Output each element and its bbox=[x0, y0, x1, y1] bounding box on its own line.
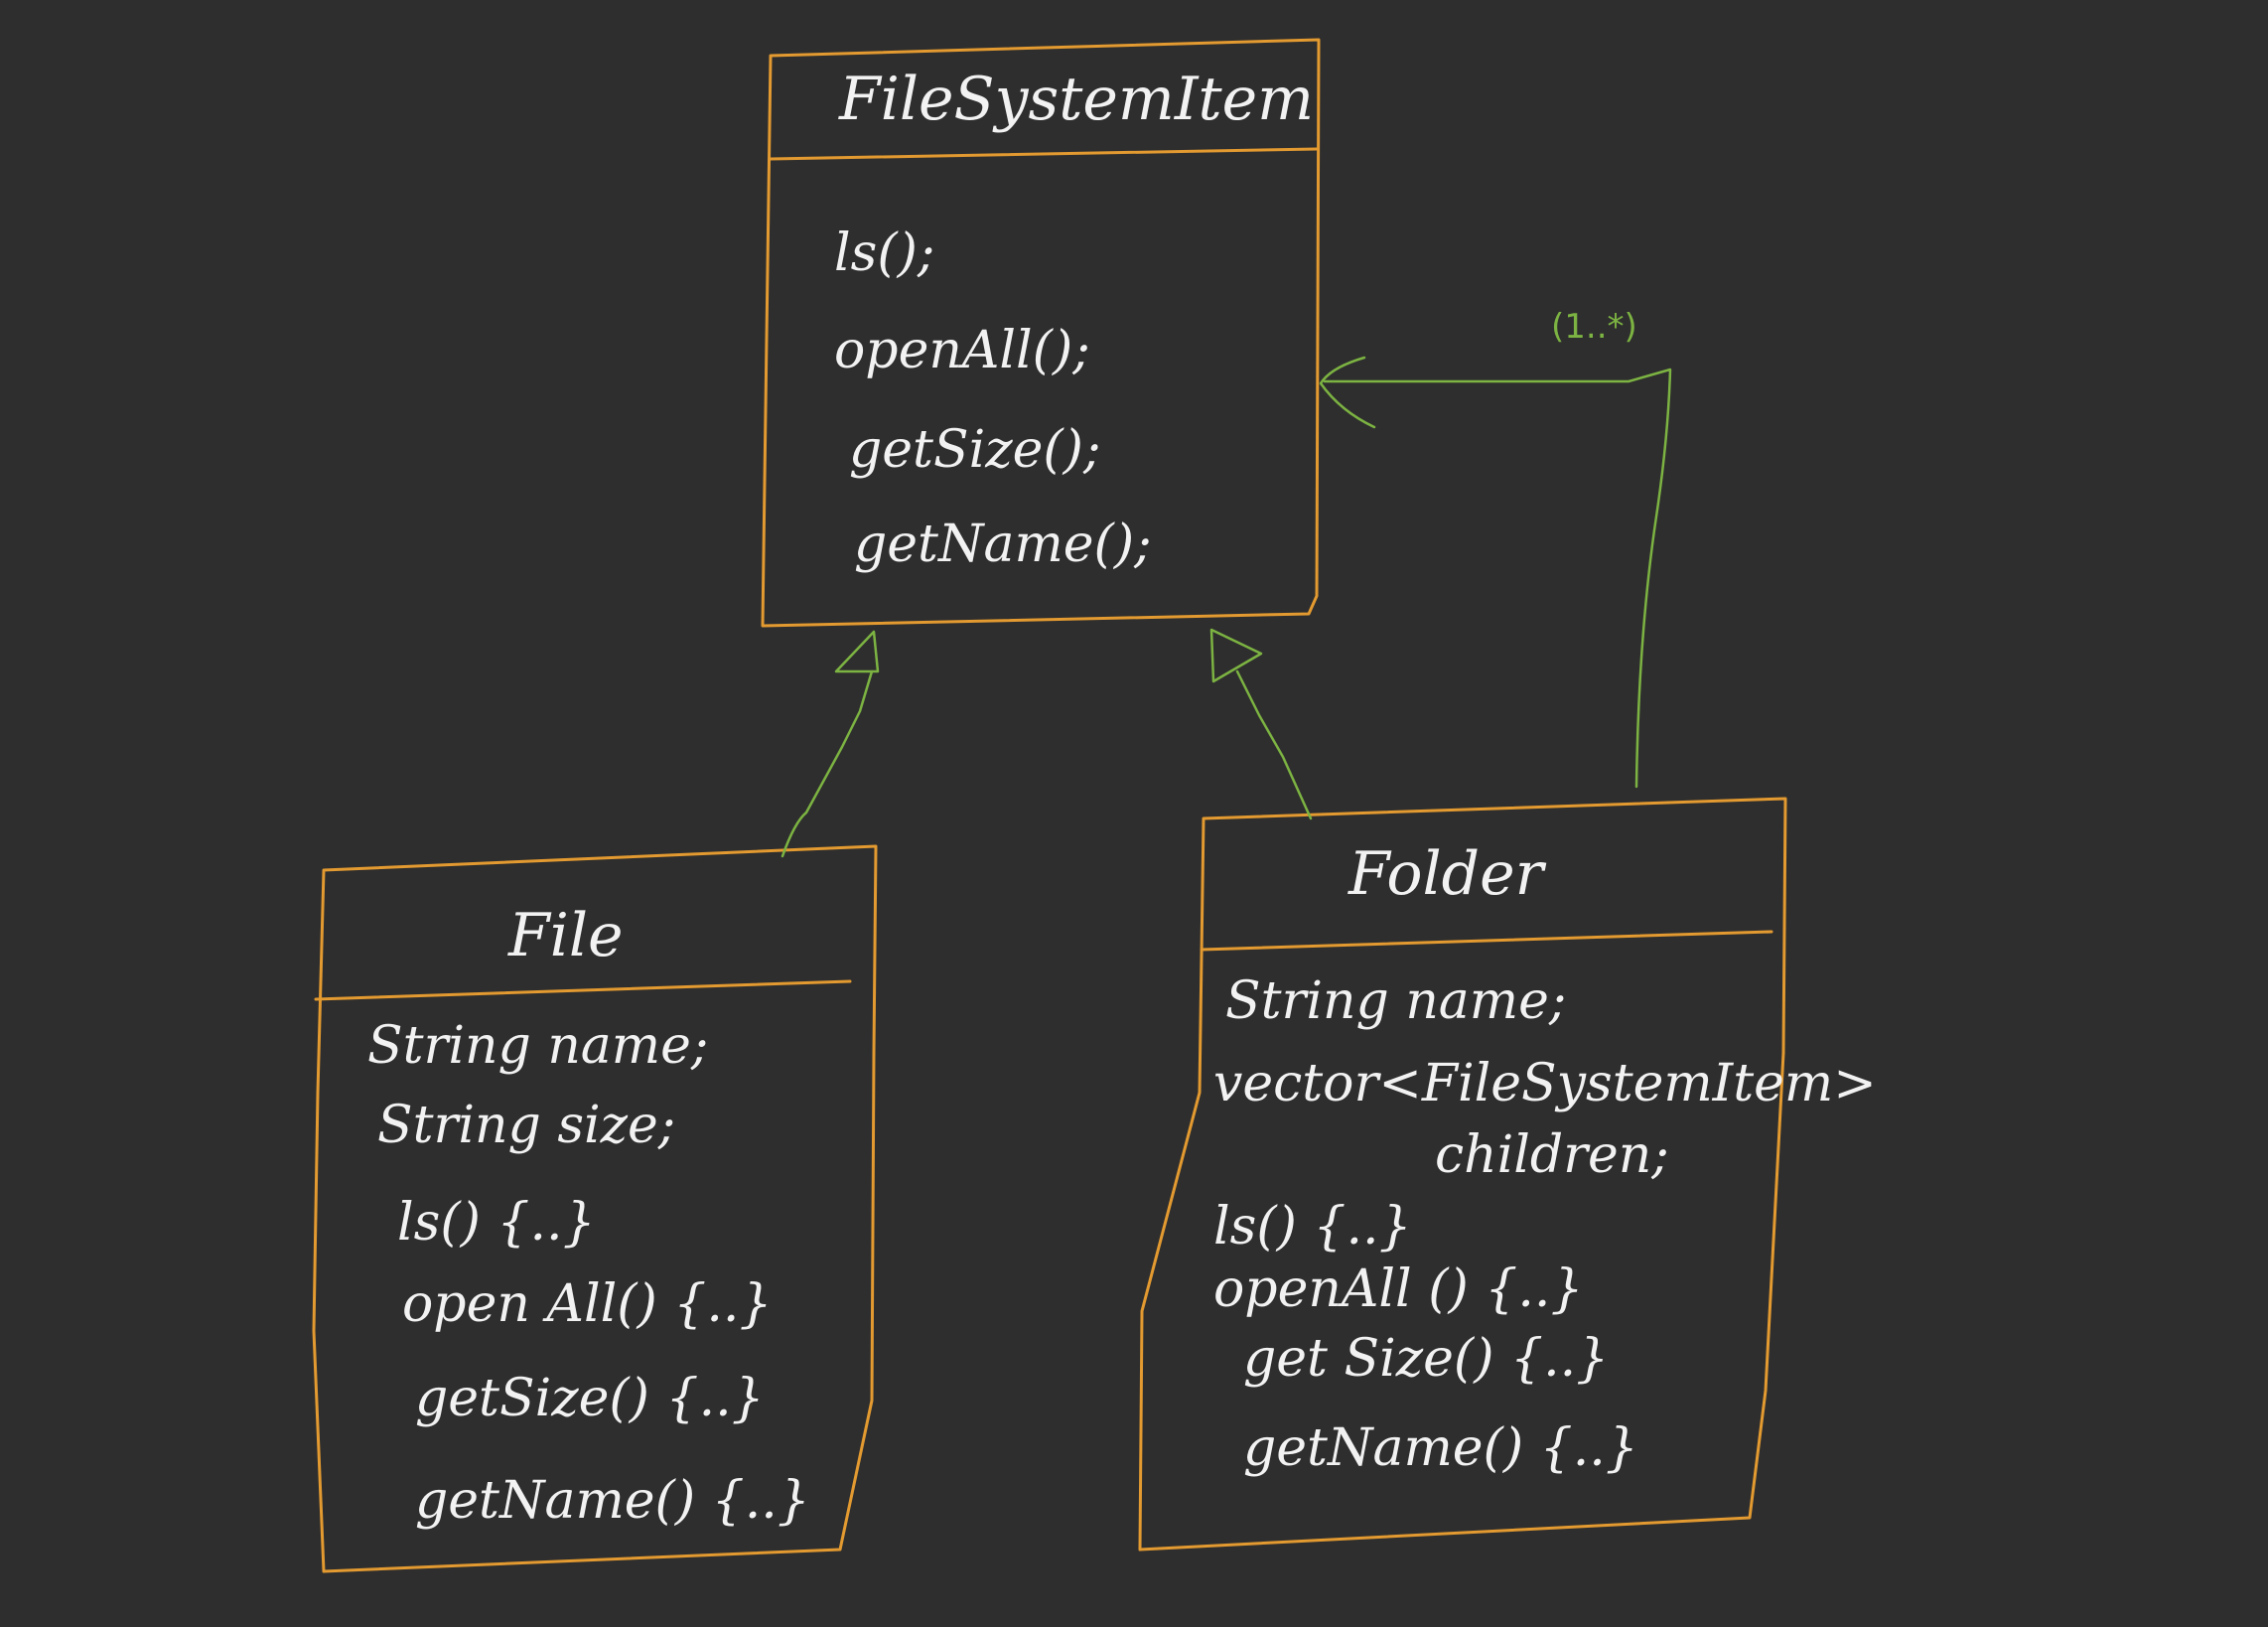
file-member: getSize() {..} bbox=[415, 1369, 765, 1428]
file-member: ls() {..} bbox=[397, 1193, 596, 1253]
inheritance-line bbox=[780, 669, 874, 858]
file-system-item-member: getSize(); bbox=[849, 420, 1100, 480]
inheritance-arrow-file bbox=[780, 630, 880, 858]
inheritance-arrow-folder bbox=[1209, 628, 1313, 820]
hollow-triangle-icon bbox=[1209, 628, 1263, 683]
folder-title: Folder bbox=[1347, 839, 1547, 909]
folder-member: ls() {..} bbox=[1213, 1197, 1412, 1257]
file-member: String size; bbox=[377, 1096, 675, 1155]
folder-member: String name; bbox=[1225, 971, 1566, 1031]
open-arrowhead-icon bbox=[1319, 356, 1376, 429]
class-folder: Folder String name; vector<FileSystemIte… bbox=[1138, 797, 1877, 1552]
file-system-item-divider bbox=[769, 147, 1319, 161]
aggregation-arrow-children: (1..*) bbox=[1319, 307, 1672, 789]
file-system-item-member: openAll(); bbox=[834, 321, 1090, 380]
class-file: File String name; String size; ls() {..}… bbox=[312, 844, 878, 1573]
folder-member: openAll () {..} bbox=[1213, 1259, 1584, 1319]
file-member: String name; bbox=[367, 1016, 708, 1076]
folder-divider bbox=[1200, 930, 1773, 952]
folder-box bbox=[1138, 797, 1787, 1552]
hollow-triangle-icon bbox=[834, 630, 880, 673]
multiplicity-label: (1..*) bbox=[1551, 307, 1637, 347]
file-divider bbox=[314, 979, 852, 1001]
file-system-item-title: FileSystemItem bbox=[838, 65, 1314, 134]
file-system-item-member: getName(); bbox=[854, 515, 1152, 574]
file-title: File bbox=[507, 901, 624, 970]
inheritance-line bbox=[1235, 669, 1313, 820]
folder-member: children; bbox=[1435, 1125, 1669, 1185]
folder-member: get Size() {..} bbox=[1243, 1329, 1609, 1389]
file-system-item-box bbox=[761, 38, 1321, 628]
folder-member: vector<FileSystemItem> bbox=[1213, 1054, 1877, 1113]
aggregation-line bbox=[1323, 368, 1672, 789]
file-box bbox=[312, 844, 878, 1573]
file-member: open All() {..} bbox=[402, 1274, 773, 1334]
class-file-system-item: FileSystemItem ls(); openAll(); getSize(… bbox=[761, 38, 1321, 628]
folder-member: getName() {..} bbox=[1243, 1418, 1638, 1478]
file-member: getName() {..} bbox=[415, 1471, 810, 1531]
file-system-item-member: ls(); bbox=[834, 223, 934, 283]
